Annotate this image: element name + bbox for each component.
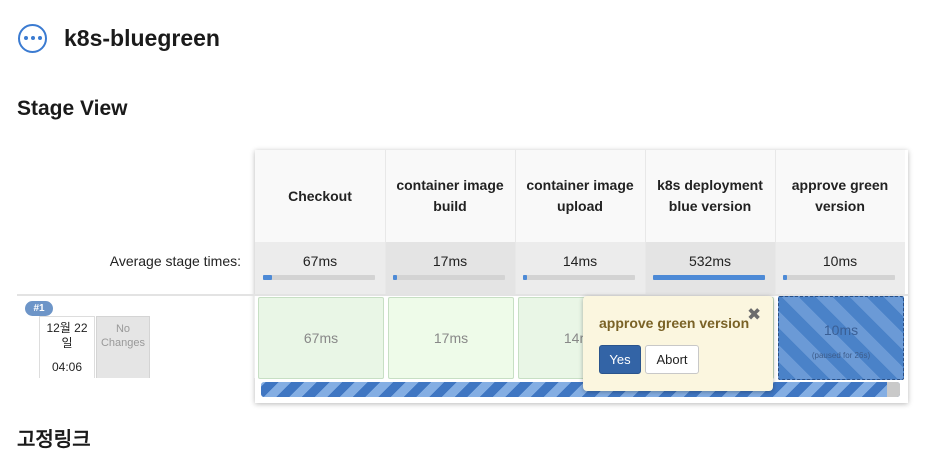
stage-avg-bar — [783, 275, 895, 280]
abort-button[interactable]: Abort — [645, 345, 699, 374]
stage-header: container image upload — [515, 150, 645, 242]
progress-bar-remaining — [887, 382, 900, 397]
stage-header: approve green version — [775, 150, 905, 242]
stage-view: Average stage times: Checkout 67ms conta… — [17, 150, 909, 405]
stage-avg-bar-fill — [783, 275, 788, 280]
stage-avg-bar-fill — [523, 275, 528, 280]
input-approval-popover: approve green version ✖ Yes Abort — [583, 296, 773, 391]
stage-cell-checkout[interactable]: 67ms — [258, 297, 384, 379]
build-changes[interactable]: No Changes — [96, 316, 150, 378]
stage-column-image-build: container image build 17ms — [385, 150, 515, 294]
column-divider — [645, 150, 646, 294]
stage-avg: 14ms — [515, 242, 645, 294]
stage-header: container image build — [385, 150, 515, 242]
build-time: 04:06 — [51, 360, 83, 374]
column-divider — [515, 150, 516, 294]
stage-header: Checkout — [255, 150, 385, 242]
job-title: k8s-bluegreen — [64, 24, 220, 51]
build-date-box[interactable]: 12월 22 일 04:06 — [39, 316, 95, 378]
stage-avg: 532ms — [645, 242, 775, 294]
stage-avg-time: 14ms — [562, 253, 598, 269]
row-divider — [17, 294, 909, 296]
stage-column-image-upload: container image upload 14ms — [515, 150, 645, 294]
build-number-badge[interactable]: #1 — [25, 301, 53, 316]
stage-view-title: Stage View — [17, 97, 128, 120]
close-icon[interactable]: ✖ — [747, 305, 762, 324]
stage-avg-time: 67ms — [302, 253, 338, 269]
stage-avg-bar — [393, 275, 505, 280]
yes-button[interactable]: Yes — [599, 345, 641, 374]
average-stage-times-label: Average stage times: — [109, 253, 241, 269]
popover-title: approve green version — [599, 315, 750, 331]
stage-avg: 17ms — [385, 242, 515, 294]
stage-avg-bar-fill — [263, 275, 272, 280]
stage-column-approve-green: approve green version 10ms — [775, 150, 905, 294]
stage-avg-bar — [263, 275, 375, 280]
stage-avg: 67ms — [255, 242, 385, 294]
paused-duration-note: (paused for 26s) — [811, 351, 871, 360]
build-row-header: #1 12월 22 일 04:06 No Changes — [17, 296, 255, 378]
stage-cell-approve-green-paused[interactable]: 10ms (paused for 26s) — [778, 296, 904, 380]
build-progress-bar — [261, 382, 900, 397]
stage-cell-image-build[interactable]: 17ms — [388, 297, 514, 379]
stage-column-k8s-deployment: k8s deployment blue version 532ms — [645, 150, 775, 294]
stage-column-checkout: Checkout 67ms — [255, 150, 385, 294]
job-header: k8s-bluegreen — [18, 20, 220, 56]
stage-avg-time: 17ms — [432, 253, 468, 269]
stage-avg-time: 10ms — [822, 253, 858, 269]
in-progress-dots-icon — [18, 23, 47, 53]
stage-avg: 10ms — [775, 242, 905, 294]
permalinks-title: 고정링크 — [17, 429, 91, 451]
stage-avg-bar — [653, 275, 765, 280]
column-divider — [775, 150, 776, 294]
stage-avg-time: 532ms — [688, 253, 732, 269]
stage-header: k8s deployment blue version — [645, 150, 775, 242]
build-date: 12월 22 일 — [46, 321, 88, 350]
column-divider — [385, 150, 386, 294]
paused-stage-time: 10ms — [823, 322, 859, 338]
stage-avg-bar — [523, 275, 635, 280]
stage-avg-bar-fill — [393, 275, 398, 280]
stage-avg-bar-fill — [653, 275, 765, 280]
